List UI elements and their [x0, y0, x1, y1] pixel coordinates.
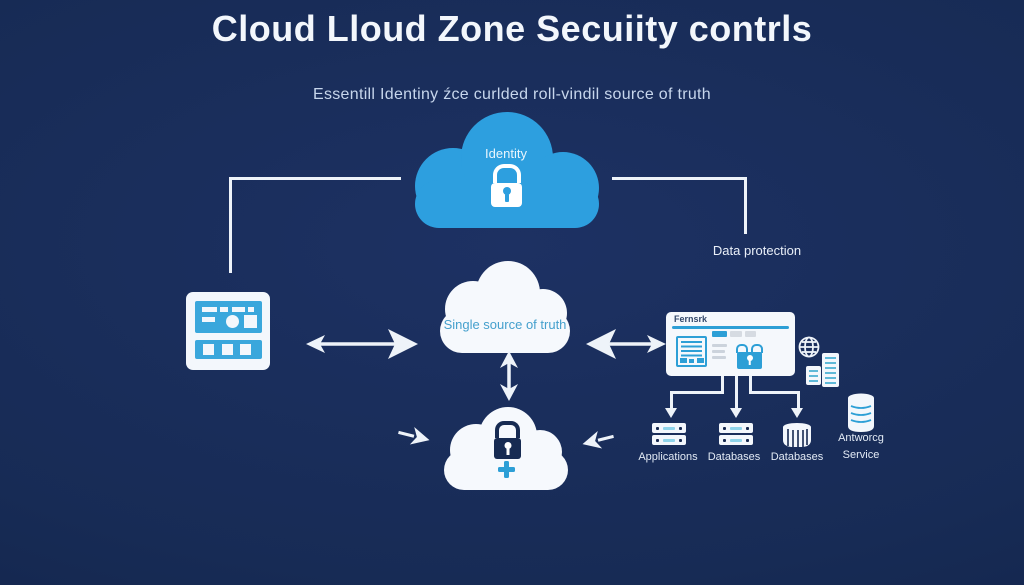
double-arrow-icon: [586, 329, 666, 359]
document-icon-small: [806, 366, 821, 385]
branch-left-vertical: [670, 391, 673, 410]
card-stub-right: [749, 376, 752, 394]
server-stack-icon: [652, 423, 686, 447]
lock-body: [737, 352, 762, 369]
branch-left-horizontal: [670, 391, 724, 394]
bottom-item-label: Applications: [638, 451, 698, 463]
card-stub-middle: [735, 376, 738, 410]
plus-icon: [498, 461, 515, 478]
secure-cloud: [432, 404, 580, 495]
lock-icon: [491, 164, 522, 207]
database-cylinder-icon: [848, 393, 874, 432]
square-glyph: [244, 315, 257, 328]
page-title: Cloud Lloud Zone Secuiity contrls: [211, 8, 813, 49]
database-drum-icon: [783, 423, 811, 447]
document-icon-large: [822, 353, 839, 387]
tab-inactive: [745, 331, 756, 337]
branch-right-vertical: [797, 391, 800, 410]
arrow-right-icon: [398, 427, 430, 445]
card-divider: [672, 326, 789, 329]
server-stack-icon: [719, 423, 753, 447]
bottom-item-label: Databases: [770, 451, 824, 463]
connector-left-horizontal: [229, 177, 401, 180]
cloud-shape: [440, 261, 570, 353]
branch-right-horizontal: [749, 391, 800, 394]
vertical-double-arrow-icon: [500, 351, 518, 401]
down-arrowhead-icon: [791, 408, 803, 418]
lock-shackle: [492, 164, 521, 183]
single-source-cloud: Single source of truth: [428, 257, 582, 357]
firewall-card: Fernsrk: [666, 312, 795, 376]
lock-icon: [736, 344, 763, 369]
page-subtitle: Essentill Identiny źce curlded roll-vind…: [312, 86, 712, 103]
single-source-label: Single source of truth: [443, 317, 567, 332]
tab-inactive: [730, 331, 742, 337]
arrow-left-icon: [582, 431, 614, 449]
double-arrow-icon: [306, 329, 418, 359]
tab-active: [712, 331, 727, 337]
bottom-item-label: Databases: [707, 451, 761, 463]
firewall-card-title: Fernsrk: [674, 314, 708, 324]
card-stub-left: [721, 376, 724, 394]
app-window-icon: [186, 292, 270, 370]
connector-right-vertical: [744, 177, 747, 234]
identity-cloud-label: Identity: [485, 146, 527, 161]
terminal-window-icon: [676, 336, 707, 367]
down-arrowhead-icon: [665, 408, 677, 418]
lock-icon: [494, 421, 521, 459]
identity-cloud: Identity: [395, 112, 617, 228]
down-arrowhead-icon: [730, 408, 742, 418]
bottom-item-label: Antworcg Service: [838, 432, 884, 461]
globe-icon: [798, 336, 820, 358]
lock-body: [491, 183, 522, 207]
lock-body: [494, 438, 521, 459]
circle-glyph: [226, 315, 239, 328]
connector-right-horizontal: [612, 177, 747, 180]
data-protection-label: Data protection: [712, 243, 802, 258]
app-window-bottom-panel: [195, 340, 262, 359]
app-window-top-panel: [195, 301, 262, 333]
connector-left-vertical: [229, 177, 232, 273]
